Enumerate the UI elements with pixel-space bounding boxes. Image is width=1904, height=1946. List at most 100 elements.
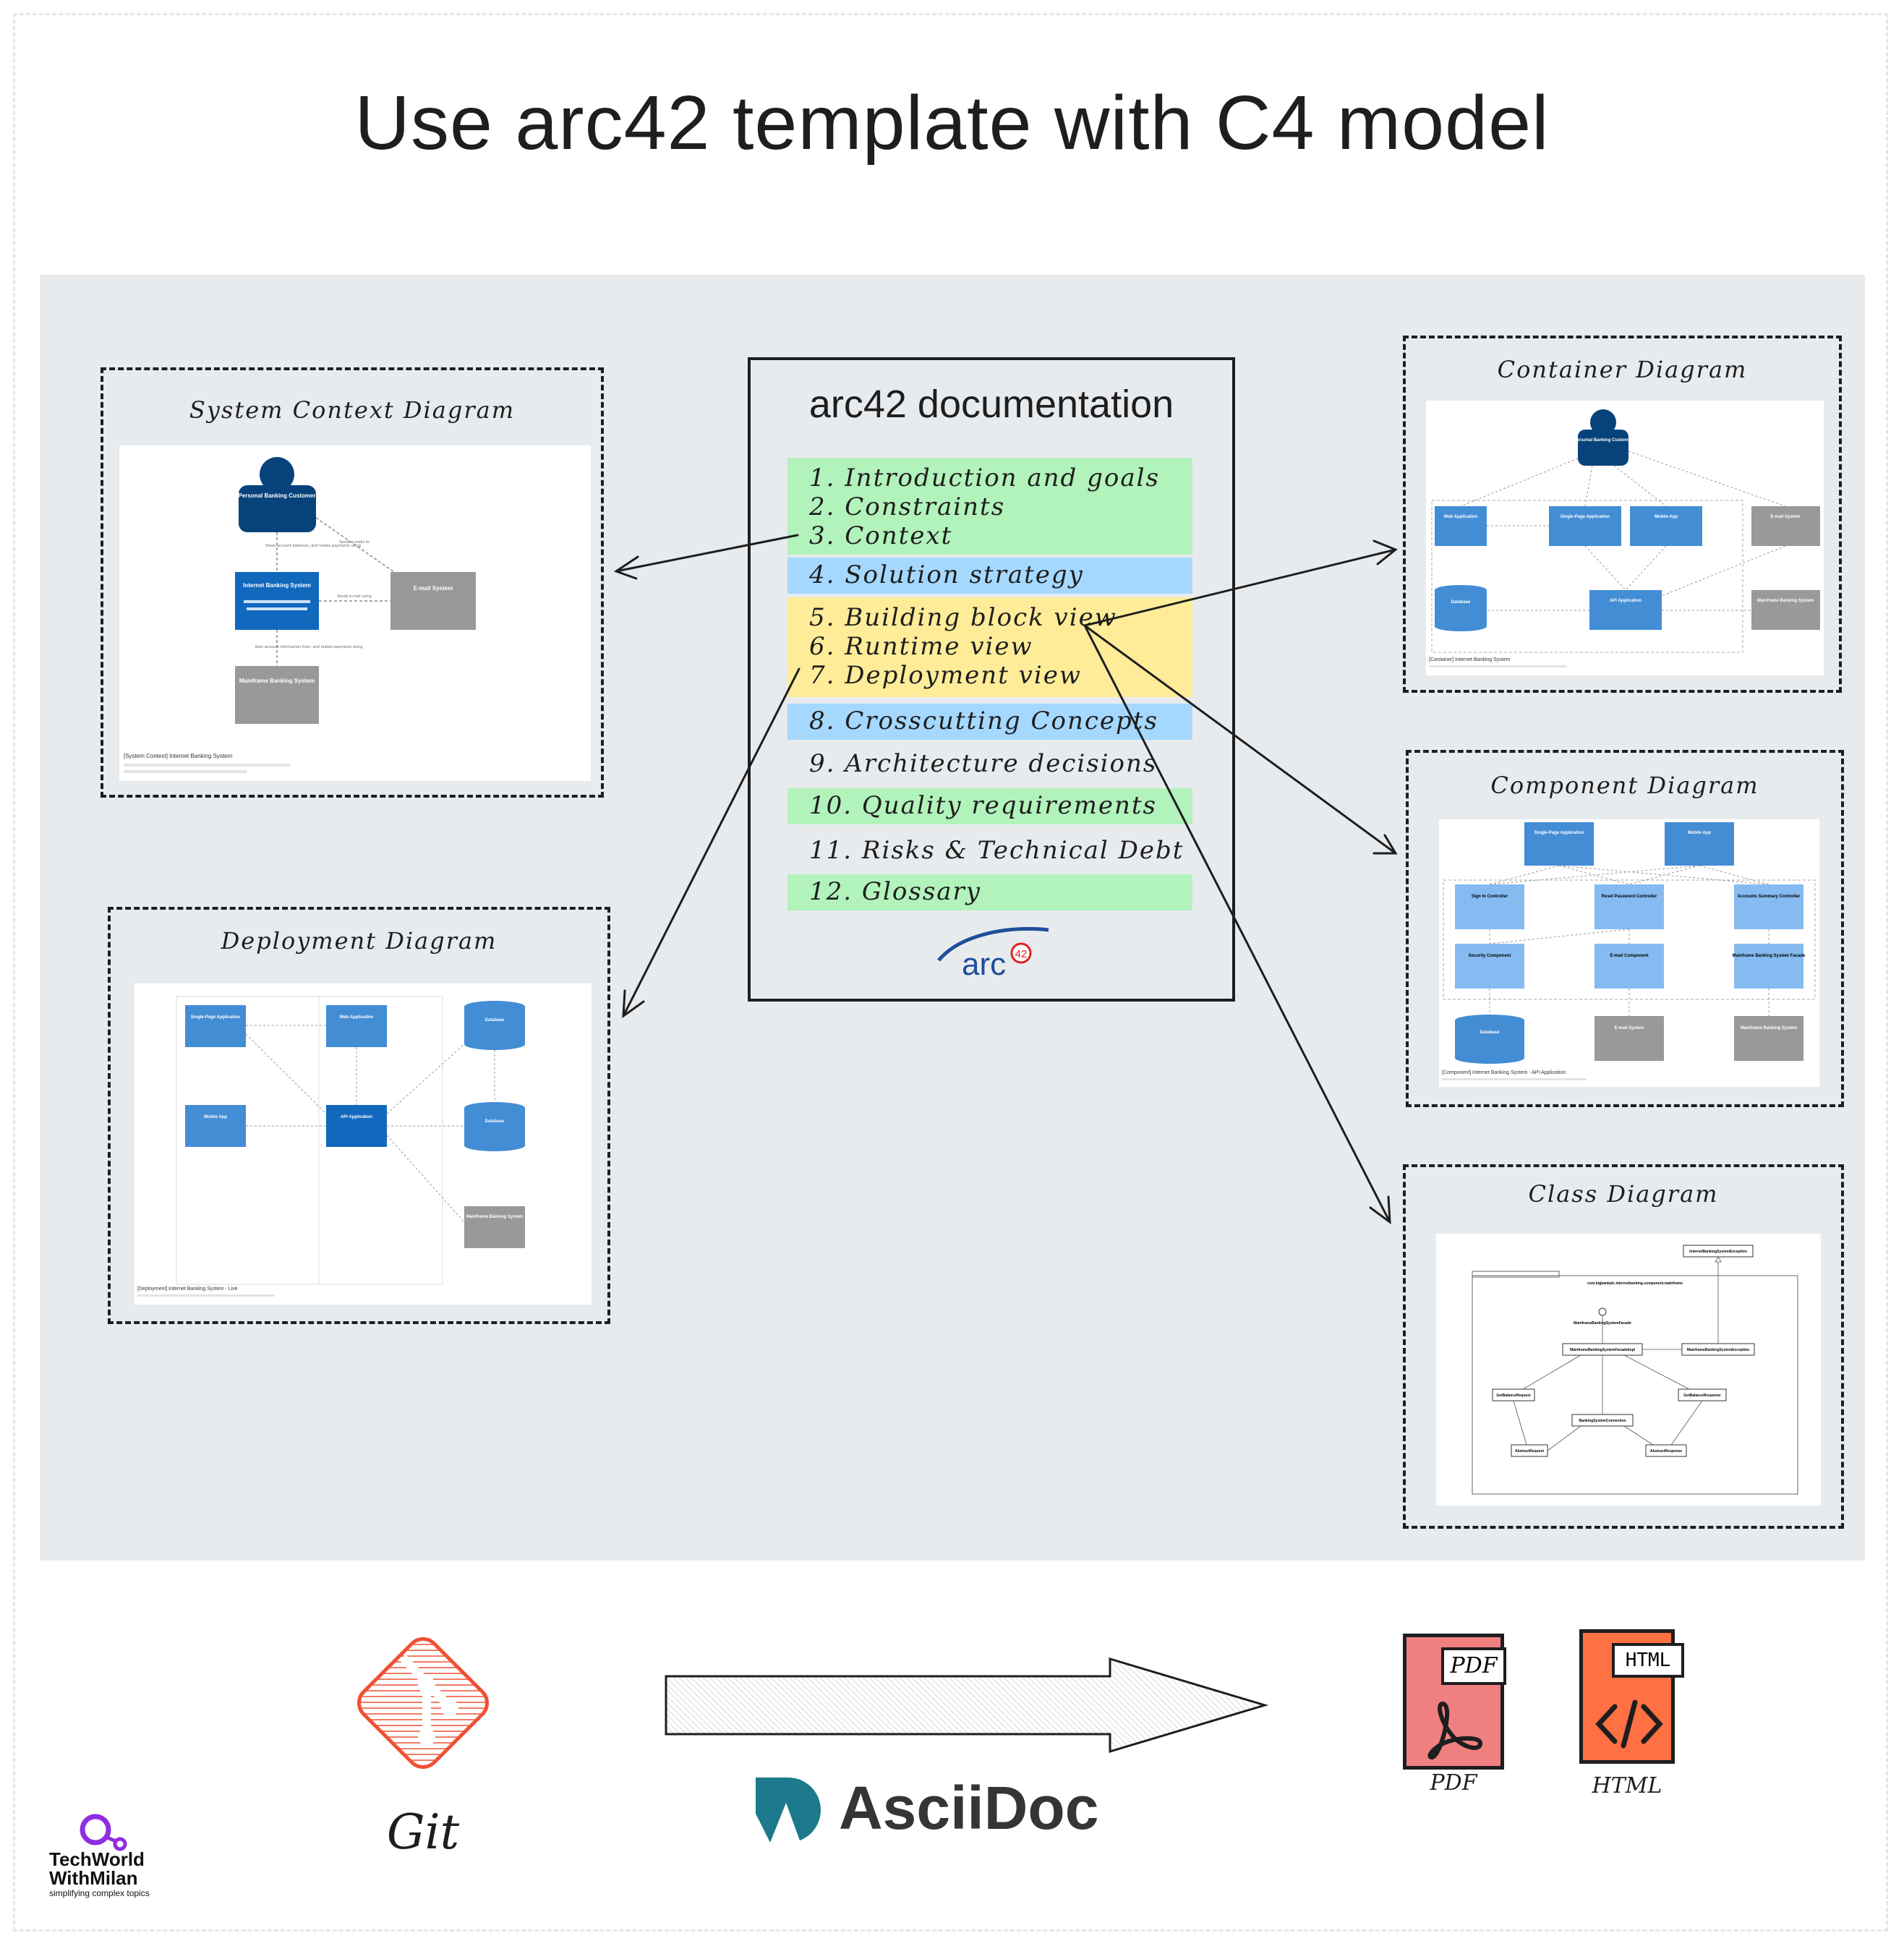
class-frame[interactable]: Class Diagram com.bigbankplc.internetban… (1403, 1164, 1844, 1529)
container-email-node (1751, 506, 1820, 546)
toc-item-11[interactable]: 11. Risks & Technical Debt (787, 833, 1192, 869)
component-spa-label: Single-Page Application (1534, 831, 1584, 835)
brand-logo-icon (80, 1814, 127, 1851)
container-frame[interactable]: Container Diagram Personal Banking Custo… (1403, 336, 1842, 693)
brand-line1: TechWorld (49, 1848, 145, 1870)
class-facade-impl-label: MainframeBankingSystemFacadeImpl (1570, 1348, 1636, 1352)
component-security-label: Security Component (1469, 954, 1511, 958)
deploy-spa-label: Single-Page Application (191, 1015, 241, 1020)
component-facade-node (1734, 944, 1803, 989)
deploy-mobile-node (185, 1105, 246, 1147)
toc-group-1-3: 1. Introduction and goals 2. Constraints… (787, 458, 1192, 555)
deploy-db2-node (464, 1108, 525, 1145)
mainframe-node-label: Mainframe Banking System (239, 678, 315, 684)
container-web-label: Web Application (1444, 515, 1478, 519)
container-mainframe-node (1751, 590, 1820, 630)
component-mainframe-node (1734, 1016, 1803, 1061)
container-mainframe-label: Mainframe Banking System (1757, 599, 1814, 603)
pipeline-arrow (665, 1657, 1269, 1754)
class-abs-resp-label: AbstractResponse (1650, 1449, 1682, 1454)
component-facade-label: Mainframe Banking System Facade (1733, 954, 1806, 958)
asciidoc-logo-icon (756, 1778, 821, 1843)
component-thumbnail: Single-Page Application Mobile App Sign … (1439, 819, 1819, 1087)
html-document-icon: HTML (1579, 1629, 1684, 1764)
asciidoc-label: AsciiDoc (839, 1774, 1099, 1842)
component-mobile-node (1665, 822, 1734, 866)
toc-item-4[interactable]: 4. Solution strategy (787, 558, 1192, 594)
arc42-logo-badge: 42 (1015, 948, 1028, 960)
component-db-label: Database (1480, 1030, 1500, 1035)
customer-node-label: Personal Banking Customer (238, 492, 315, 499)
container-spa-node (1549, 506, 1621, 546)
deploy-mainframe-node (464, 1206, 525, 1248)
deploy-api-label: API Application (341, 1115, 372, 1119)
deploy-api-node (326, 1105, 387, 1147)
toc-item-10-label: 10. Quality requirements (809, 791, 1158, 820)
component-security-node (1455, 944, 1524, 989)
component-spa-node (1524, 822, 1594, 866)
toc-group-5-7: 5. Building block view 6. Runtime view 7… (787, 597, 1192, 697)
deploy-db2-label: Database (485, 1119, 505, 1124)
edge-email-customer-label: Sends e-mails to (339, 540, 370, 545)
deployment-frame[interactable]: Deployment Diagram Single-Page Applicati… (108, 907, 610, 1324)
page-border (13, 13, 1888, 1932)
pdf-document-icon: PDF (1403, 1634, 1506, 1770)
system-context-caption: [System Context] Internet Banking System (124, 753, 233, 759)
customer-head (260, 457, 294, 492)
arc42-logo: arc 42 (937, 926, 1049, 982)
container-label: Container Diagram (1497, 356, 1748, 383)
component-accounts-node (1734, 884, 1803, 929)
pdf-tag: PDF (1441, 1647, 1506, 1685)
toc-item-3[interactable]: 3. Context (809, 521, 953, 550)
toc-item-1[interactable]: 1. Introduction and goals (809, 464, 1160, 492)
email-node (390, 572, 476, 630)
component-mainframe-label: Mainframe Banking System (1741, 1026, 1797, 1030)
container-mobile-label: Mobile App (1655, 515, 1678, 519)
deploy-web-node (326, 1005, 387, 1047)
component-emailc-label: E-mail Component (1610, 954, 1648, 958)
html-tag: HTML (1612, 1643, 1684, 1678)
acrobat-icon (1427, 1701, 1482, 1759)
component-caption: [Component] Internet Banking System - AP… (1442, 1070, 1566, 1075)
deployment-caption: [Deployment] Internet Banking System - L… (137, 1286, 238, 1292)
system-context-thumbnail: Personal Banking Customer Views account … (119, 445, 591, 781)
deploy-db1-label: Database (485, 1018, 505, 1023)
brand-line2: WithMilan (49, 1867, 138, 1889)
class-getbal-req-label: GetBalanceRequest (1496, 1394, 1531, 1398)
toc-item-8[interactable]: 8. Crosscutting Concepts (787, 704, 1192, 740)
container-customer-label: Personal Banking Customer (1574, 438, 1633, 443)
component-signin-label: Sign In Controller (1472, 895, 1508, 899)
toc-item-9[interactable]: 9. Architecture decisions (787, 746, 1192, 782)
deployment-thumbnail: Single-Page Application Web Application … (135, 983, 592, 1305)
container-api-label: API Application (1610, 599, 1642, 603)
toc-item-10[interactable]: 10. Quality requirements (787, 788, 1192, 824)
customer-node (239, 485, 316, 532)
container-spa-label: Single-Page Application (1561, 515, 1610, 519)
container-mobile-node (1630, 506, 1702, 546)
toc-item-2[interactable]: 2. Constraints (809, 492, 1006, 521)
toc-item-12[interactable]: 12. Glossary (787, 874, 1192, 910)
system-context-frame[interactable]: System Context Diagram Personal Banking … (101, 367, 604, 798)
component-frame[interactable]: Component Diagram Single-Page Applicatio… (1406, 750, 1844, 1107)
edge-email-customer (315, 517, 395, 573)
class-exception-base-label: InternetBankingSystemException (1689, 1250, 1747, 1254)
git-label: Git (386, 1804, 460, 1860)
class-package-label: com.bigbankplc.internetbanking.component… (1587, 1281, 1683, 1286)
container-db-label: Database (1451, 600, 1471, 605)
toc-item-8-label: 8. Crosscutting Concepts (809, 707, 1158, 735)
edge-ibs-mainframe-label: Gets account information from, and makes… (255, 645, 363, 649)
deployment-label: Deployment Diagram (221, 927, 498, 955)
class-getbal-resp-label: GetBalanceResponse (1683, 1394, 1721, 1398)
git-icon (357, 1637, 489, 1769)
ibs-node-label: Internet Banking System (243, 582, 311, 589)
component-email-label: E-mail System (1614, 1026, 1644, 1030)
toc-item-5[interactable]: 5. Building block view (809, 603, 1117, 632)
toc-item-7[interactable]: 7. Deployment view (809, 661, 1082, 690)
container-caption: [Container] Internet Banking System (1429, 657, 1511, 662)
container-thumbnail: Personal Banking Customer Web Applicatio… (1426, 401, 1824, 675)
component-signin-node (1455, 884, 1524, 929)
toc-item-6[interactable]: 6. Runtime view (809, 632, 1033, 661)
deploy-mainframe-label: Mainframe Banking System (466, 1215, 523, 1219)
class-abs-resp (1645, 1444, 1687, 1457)
code-brackets-icon (1595, 1699, 1663, 1749)
